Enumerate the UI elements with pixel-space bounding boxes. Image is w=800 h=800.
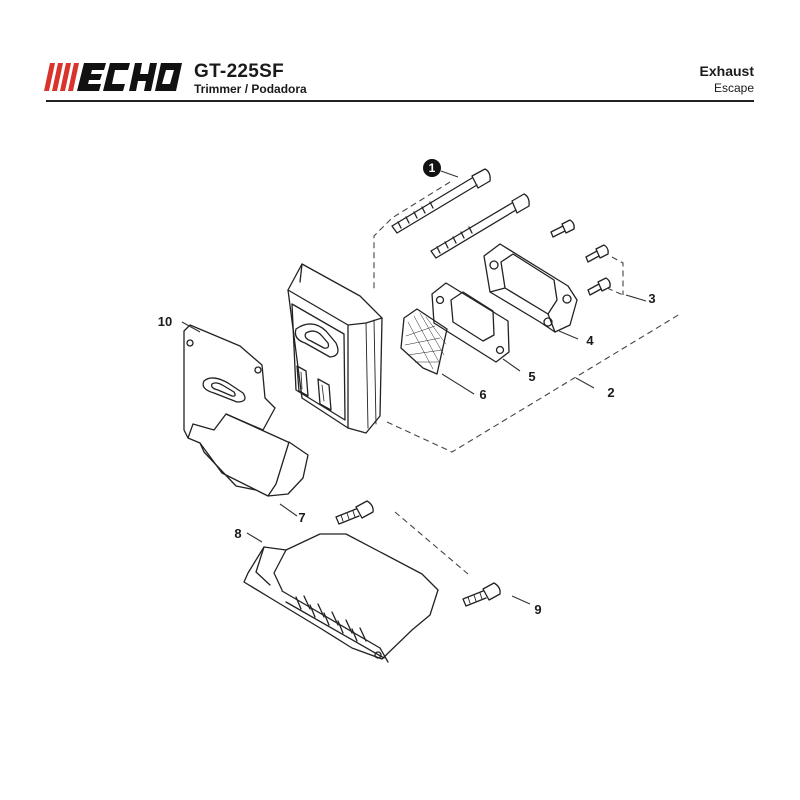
spark-screen-part: [400, 308, 448, 375]
callout-8: 8: [234, 526, 241, 541]
page-header: GT-225SF Trimmer / Podadora Exhaust Esca…: [0, 0, 800, 105]
callout-1: 1: [429, 161, 436, 175]
callout-6: 6: [479, 387, 486, 402]
header-divider: [46, 100, 754, 102]
muffler-guard-part: [243, 533, 439, 663]
callout-leaders: [181, 170, 647, 605]
callout-2: 2: [607, 385, 614, 400]
exhaust-baffle-part: [187, 413, 309, 497]
section-title-es: Escape: [713, 81, 754, 95]
guard-screw-part: [335, 500, 501, 607]
callout-3: 3: [648, 291, 655, 306]
section-title: Exhaust: [699, 63, 754, 79]
assembly-lines: [373, 181, 681, 575]
heat-shield-plate-part: [183, 324, 276, 439]
echo-logo: [44, 63, 182, 91]
model-number: GT-225SF: [194, 61, 285, 82]
callout-4: 4: [586, 333, 594, 348]
gasket-part: [431, 282, 510, 363]
callout-7: 7: [298, 510, 305, 525]
callout-5: 5: [528, 369, 535, 384]
long-bolt-part: [391, 168, 530, 259]
callout-10: 10: [158, 314, 172, 329]
callout-1-marker: 1: [423, 159, 441, 177]
callout-1-circle: [423, 159, 441, 177]
callout-9: 9: [534, 602, 541, 617]
muffler-body-part: [287, 263, 383, 434]
muffler-flange-part: [483, 243, 578, 333]
small-screw-part: [550, 219, 611, 296]
product-subtitle: Trimmer / Podadora: [194, 82, 307, 96]
